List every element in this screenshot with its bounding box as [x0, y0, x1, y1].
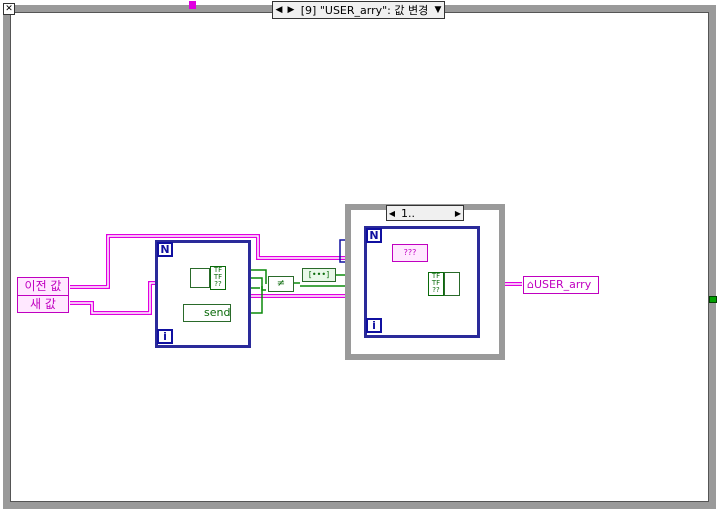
xor-gate[interactable]: ≠	[268, 276, 294, 292]
send-node[interactable]: send	[183, 304, 231, 322]
event-data-node[interactable]: 이전 값 새 값	[17, 277, 69, 313]
build-array-node[interactable]: [•••]	[302, 268, 336, 282]
close-icon[interactable]: ✕	[3, 3, 15, 15]
bundle-icon[interactable]	[444, 272, 460, 296]
inner-selector-label: 1..	[401, 206, 415, 220]
array-constant[interactable]: ???	[392, 244, 428, 262]
new-value-label: 새 값	[30, 297, 56, 311]
wire-blue	[339, 239, 345, 263]
home-icon: ⌂	[527, 278, 534, 291]
loop-count-terminal[interactable]: N	[157, 242, 173, 257]
inner-index-terminal: i	[366, 318, 382, 333]
local-variable-user-arry[interactable]: ⌂USER_arry	[523, 276, 599, 294]
case-selector[interactable]: ◀ ▶ [9] "USER_arry": 값 변경 ▼	[272, 1, 445, 19]
inner-count-terminal[interactable]: N	[366, 228, 382, 243]
tunnel-right	[709, 296, 717, 303]
loop-index-terminal: i	[157, 329, 173, 344]
blue-wire-group	[339, 239, 345, 263]
tunnel-top	[189, 1, 196, 9]
inner-prev-button[interactable]: ◀	[388, 208, 396, 218]
chevron-down-icon[interactable]: ▼	[434, 5, 442, 15]
inner-case-selector[interactable]: ◀ 1.. ▶	[386, 205, 464, 221]
case-structure-diagram	[10, 12, 709, 502]
case-prev-button[interactable]: ◀	[275, 5, 283, 15]
inner-next-button[interactable]: ▶	[454, 208, 462, 218]
case-next-button[interactable]: ▶	[287, 5, 295, 15]
case-selector-label: [9] "USER_arry": 값 변경	[300, 4, 429, 17]
unbundle-icon[interactable]	[190, 268, 210, 288]
old-value-label: 이전 값	[18, 278, 68, 296]
local-variable-label: USER_arry	[533, 278, 592, 291]
